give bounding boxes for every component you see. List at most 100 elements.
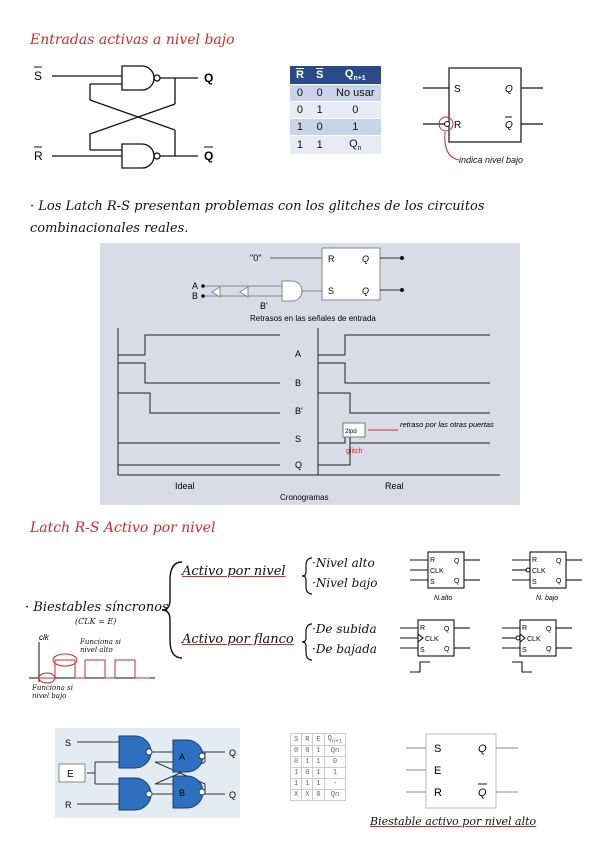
svg-text:Q: Q — [546, 646, 552, 653]
signal-s: S — [295, 434, 301, 444]
svg-text:CLK: CLK — [532, 568, 546, 575]
gate-s: S — [65, 738, 71, 748]
delay-annotation: retraso por las otras puertas — [400, 420, 494, 429]
activo-nivel: Activo por nivel — [182, 564, 286, 579]
signal-q: Q — [295, 460, 302, 470]
gated-latch-svg: E S R A B Q Q — [58, 735, 236, 811]
real-label: Real — [385, 481, 404, 491]
input-a: A — [192, 281, 198, 291]
block-q-bar: Q — [505, 120, 513, 131]
clock-diagram: clk — [29, 633, 155, 684]
brace-flanco — [301, 623, 313, 661]
tpd-label: 2tpd — [345, 429, 357, 435]
clk-equation: (CLK = E) — [75, 617, 117, 626]
svg-text:R: R — [532, 557, 537, 564]
clk-label: clk — [39, 633, 50, 642]
low-level-note: indica nivel bajo — [459, 155, 523, 165]
svg-text:Q: Q — [546, 626, 552, 633]
svg-text:R: R — [420, 625, 425, 632]
biestables-label: · Biestables síncronos — [25, 600, 169, 615]
rs-block-diagram: S R Q Q indica nivel bajo — [423, 67, 543, 165]
chronogram-figure: "0" R S Q Q A B B' Retrasos en las señal… — [100, 243, 520, 505]
section3-title: Latch R-S Activo por nivel — [30, 520, 216, 536]
gated-caption: Biestable activo por nivel alto — [370, 815, 537, 828]
gated-block-diagram: S E R Q Q — [406, 733, 518, 809]
cronogramas-label: Cronogramas — [280, 493, 328, 502]
svg-text:Q: Q — [556, 558, 562, 565]
svg-text:R: R — [434, 787, 442, 799]
de-bajada: ·De bajada — [312, 642, 377, 656]
glitch-label: glitch — [346, 448, 362, 455]
gate-e: E — [67, 769, 74, 780]
svg-text:S: S — [532, 579, 537, 586]
nand-latch-schematic: S R Q Q — [34, 65, 213, 169]
tt-header-r: R — [290, 66, 310, 86]
gated-latch-figure: E S R A B Q Q — [55, 728, 240, 818]
svg-text:Q: Q — [556, 578, 562, 585]
latch-q: Q — [362, 254, 369, 264]
nivel-bajo-note: Funciona si nivel bajo — [32, 684, 73, 700]
gate-q-bar: Q — [229, 790, 236, 800]
input-b: B — [192, 291, 198, 301]
svg-text:R: R — [430, 557, 435, 564]
gate-a: A — [179, 752, 185, 762]
svg-text:S: S — [522, 647, 527, 654]
chronogram-svg: "0" R S Q Q A B B' Retrasos en las señal… — [117, 247, 500, 502]
gate-r: R — [65, 800, 72, 810]
tt-header-s: S — [309, 66, 330, 86]
b-prime-label: B' — [260, 301, 268, 311]
nivel-alto: ·Nivel alto — [312, 556, 375, 570]
signal-a: A — [295, 349, 301, 359]
svg-text:CLK: CLK — [425, 636, 439, 643]
svg-text:Q: Q — [444, 626, 450, 633]
svg-text:Q: Q — [454, 558, 460, 565]
q-bar-label: Q — [204, 149, 213, 163]
latch-r: R — [328, 254, 335, 264]
ideal-label: Ideal — [175, 481, 195, 491]
nivel-alto-note: Funciona si nivel alto — [80, 638, 121, 654]
brace-main — [161, 561, 183, 659]
latch-q-bar: Q — [362, 286, 369, 296]
glitch-paragraph: · Los Latch R-S presentan problemas con … — [30, 199, 485, 236]
q-label: Q — [204, 71, 213, 85]
block-s: S — [454, 84, 461, 95]
gate-q: Q — [229, 748, 236, 758]
tt-header-q: Qn+1 — [329, 66, 382, 86]
block-r: R — [454, 120, 461, 131]
r-bar-label: R — [34, 149, 43, 163]
nivel-bajo: ·Nivel bajo — [312, 576, 378, 590]
svg-text:CLK: CLK — [527, 636, 541, 643]
svg-text:R: R — [522, 625, 527, 632]
latch-s: S — [328, 286, 334, 296]
brace-nivel — [301, 557, 313, 595]
gate-b: B — [179, 788, 185, 798]
block-q: Q — [505, 84, 513, 95]
section1-title: Entradas activas a nivel bajo — [30, 32, 235, 48]
svg-text:E: E — [434, 765, 441, 777]
n-alto-label: N.alto — [434, 595, 452, 602]
svg-text:Q: Q — [454, 578, 460, 585]
activo-flanco: Activo por flanco — [182, 632, 294, 647]
signal-b-prime: B' — [295, 406, 303, 416]
svg-text:Q: Q — [444, 646, 450, 653]
zero-input-label: "0" — [250, 253, 261, 263]
n-bajo-label: N. bajo — [536, 595, 558, 602]
svg-text:S: S — [434, 743, 441, 755]
svg-text:CLK: CLK — [430, 568, 444, 575]
svg-text:Q: Q — [478, 743, 487, 755]
de-subida: ·De subida — [312, 622, 377, 636]
svg-text:Q: Q — [478, 787, 487, 799]
figure-caption: Retrasos en las señales de entrada — [250, 314, 376, 323]
